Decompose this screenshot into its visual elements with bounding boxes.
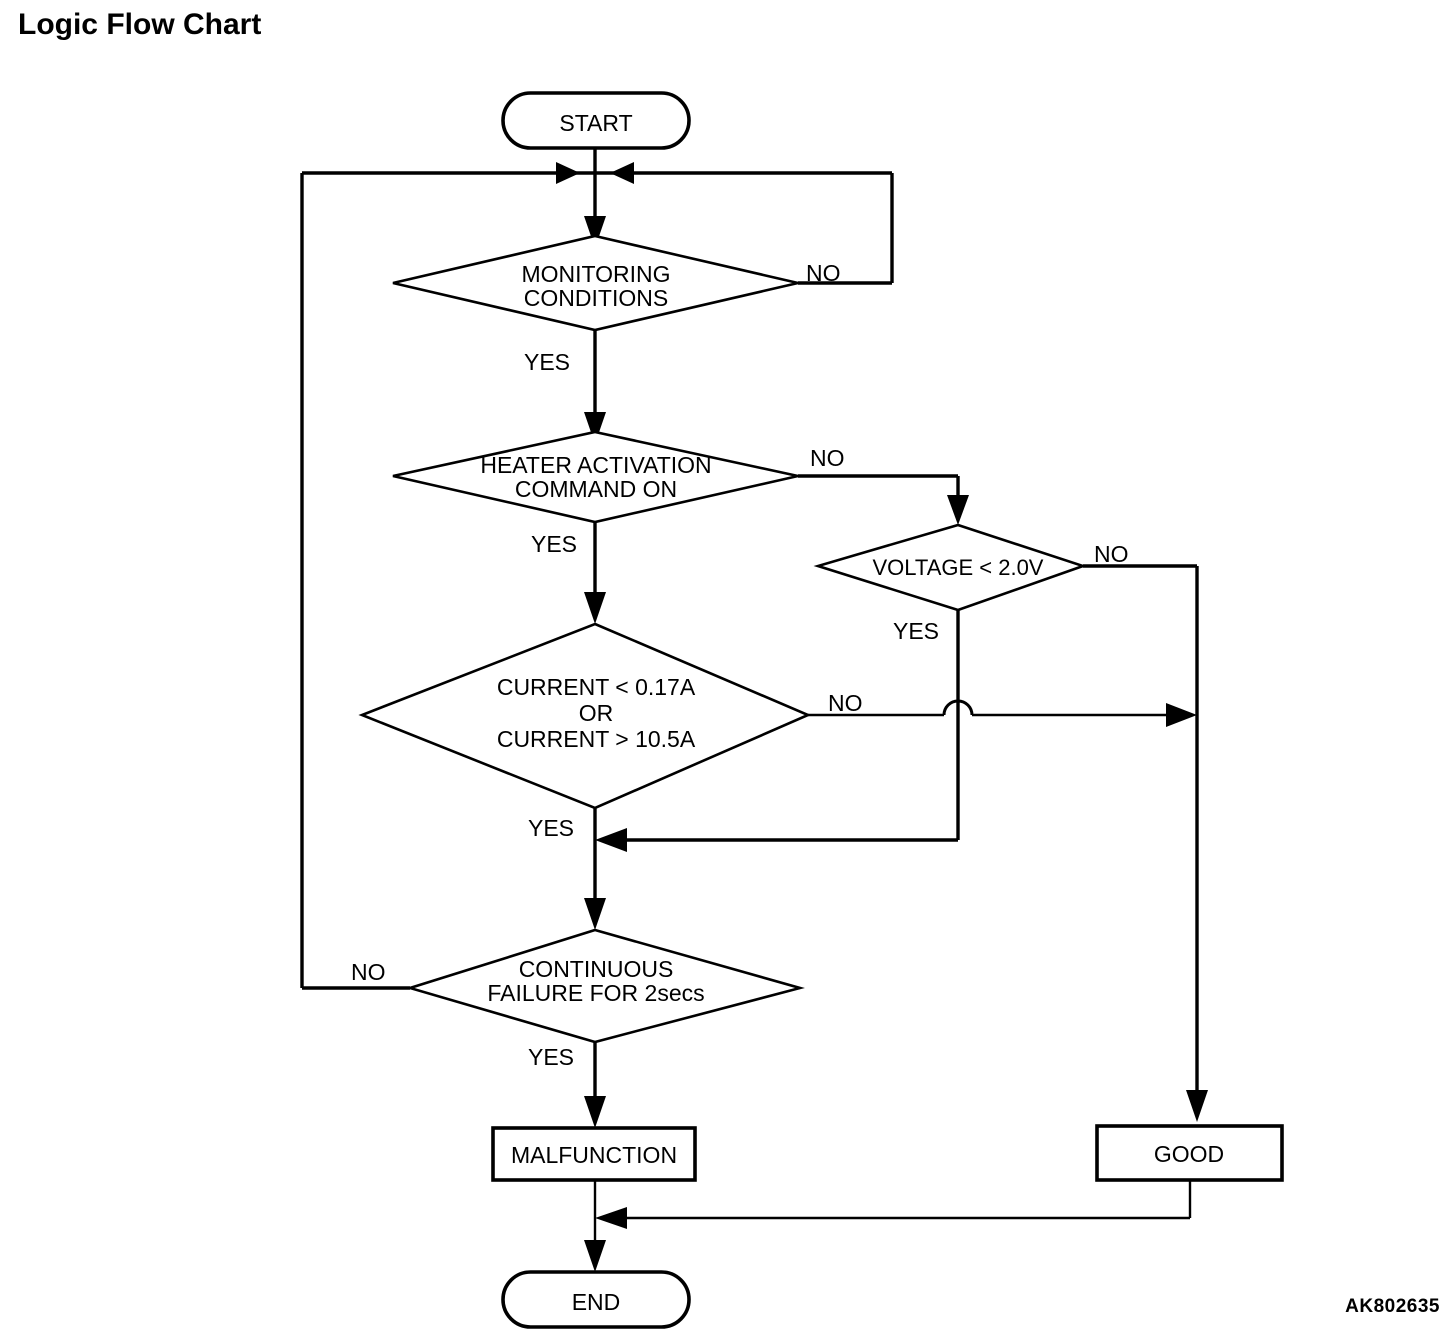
arrowhead-into-voltage	[947, 495, 969, 525]
node-heater-activation[interactable]	[392, 430, 799, 524]
arrowhead-merge-from-left	[556, 162, 580, 184]
edge-label-current-no: NO	[828, 690, 863, 716]
edge-label-continuous-yes: YES	[528, 1044, 574, 1070]
node-heater-label-line1: HEATER ACTIVATION	[480, 452, 711, 478]
node-monitoring-conditions[interactable]	[392, 234, 799, 332]
edge-current-no-line-hop	[942, 699, 974, 716]
arrowhead-into-continuous	[584, 898, 606, 930]
node-voltage-label: VOLTAGE < 2.0V	[873, 555, 1044, 580]
arrowhead-good-into-end-trunk	[595, 1207, 627, 1229]
node-current-check[interactable]	[358, 622, 812, 810]
arrowhead-into-malfunction	[584, 1096, 606, 1128]
arrowhead-into-good	[1186, 1090, 1208, 1122]
node-end[interactable]	[501, 1270, 691, 1329]
arrowhead-into-end	[584, 1240, 606, 1272]
arrowhead-current-no-into-right-trunk	[1166, 703, 1197, 727]
arrowhead-into-current	[584, 592, 606, 624]
arrowhead-into-monitoring	[584, 216, 606, 248]
edge-label-monitoring-no: NO	[806, 260, 841, 286]
edge-label-monitoring-yes: YES	[524, 349, 570, 375]
page-title: Logic Flow Chart	[18, 8, 262, 41]
edge-label-voltage-yes: YES	[893, 618, 939, 644]
arrowhead-into-heater	[584, 412, 606, 444]
node-monitoring-label-line2: CONDITIONS	[524, 285, 668, 311]
node-good[interactable]	[1095, 1124, 1284, 1182]
node-malfunction[interactable]	[491, 1126, 697, 1182]
node-heater-label-line2: COMMAND ON	[515, 476, 677, 502]
edge-label-continuous-no: NO	[351, 959, 386, 985]
node-good-label: GOOD	[1154, 1141, 1224, 1167]
node-current-label-line1: CURRENT < 0.17A	[497, 674, 696, 700]
node-end-label: END	[572, 1289, 621, 1315]
figure-code-label: AK802635	[1345, 1296, 1440, 1317]
node-start-label: START	[559, 110, 632, 136]
edge-label-heater-yes: YES	[531, 531, 577, 557]
node-continuous-failure[interactable]	[405, 928, 805, 1044]
edge-label-heater-no: NO	[810, 445, 845, 471]
node-start[interactable]	[501, 91, 691, 150]
arrowhead-merge-from-right	[610, 162, 634, 184]
node-monitoring-label-line1: MONITORING	[521, 261, 670, 287]
node-voltage-check[interactable]	[813, 523, 1088, 612]
node-continuous-label-line2: FAILURE FOR 2secs	[487, 980, 704, 1006]
edge-label-current-yes: YES	[528, 815, 574, 841]
arrowhead-voltage-yes-into-trunk	[595, 828, 627, 852]
edge-label-voltage-no: NO	[1094, 541, 1129, 567]
node-malfunction-label: MALFUNCTION	[511, 1142, 677, 1168]
node-continuous-label-line1: CONTINUOUS	[519, 956, 674, 982]
node-current-label-line2: OR	[579, 700, 614, 726]
node-current-label-line3: CURRENT > 10.5A	[497, 726, 696, 752]
